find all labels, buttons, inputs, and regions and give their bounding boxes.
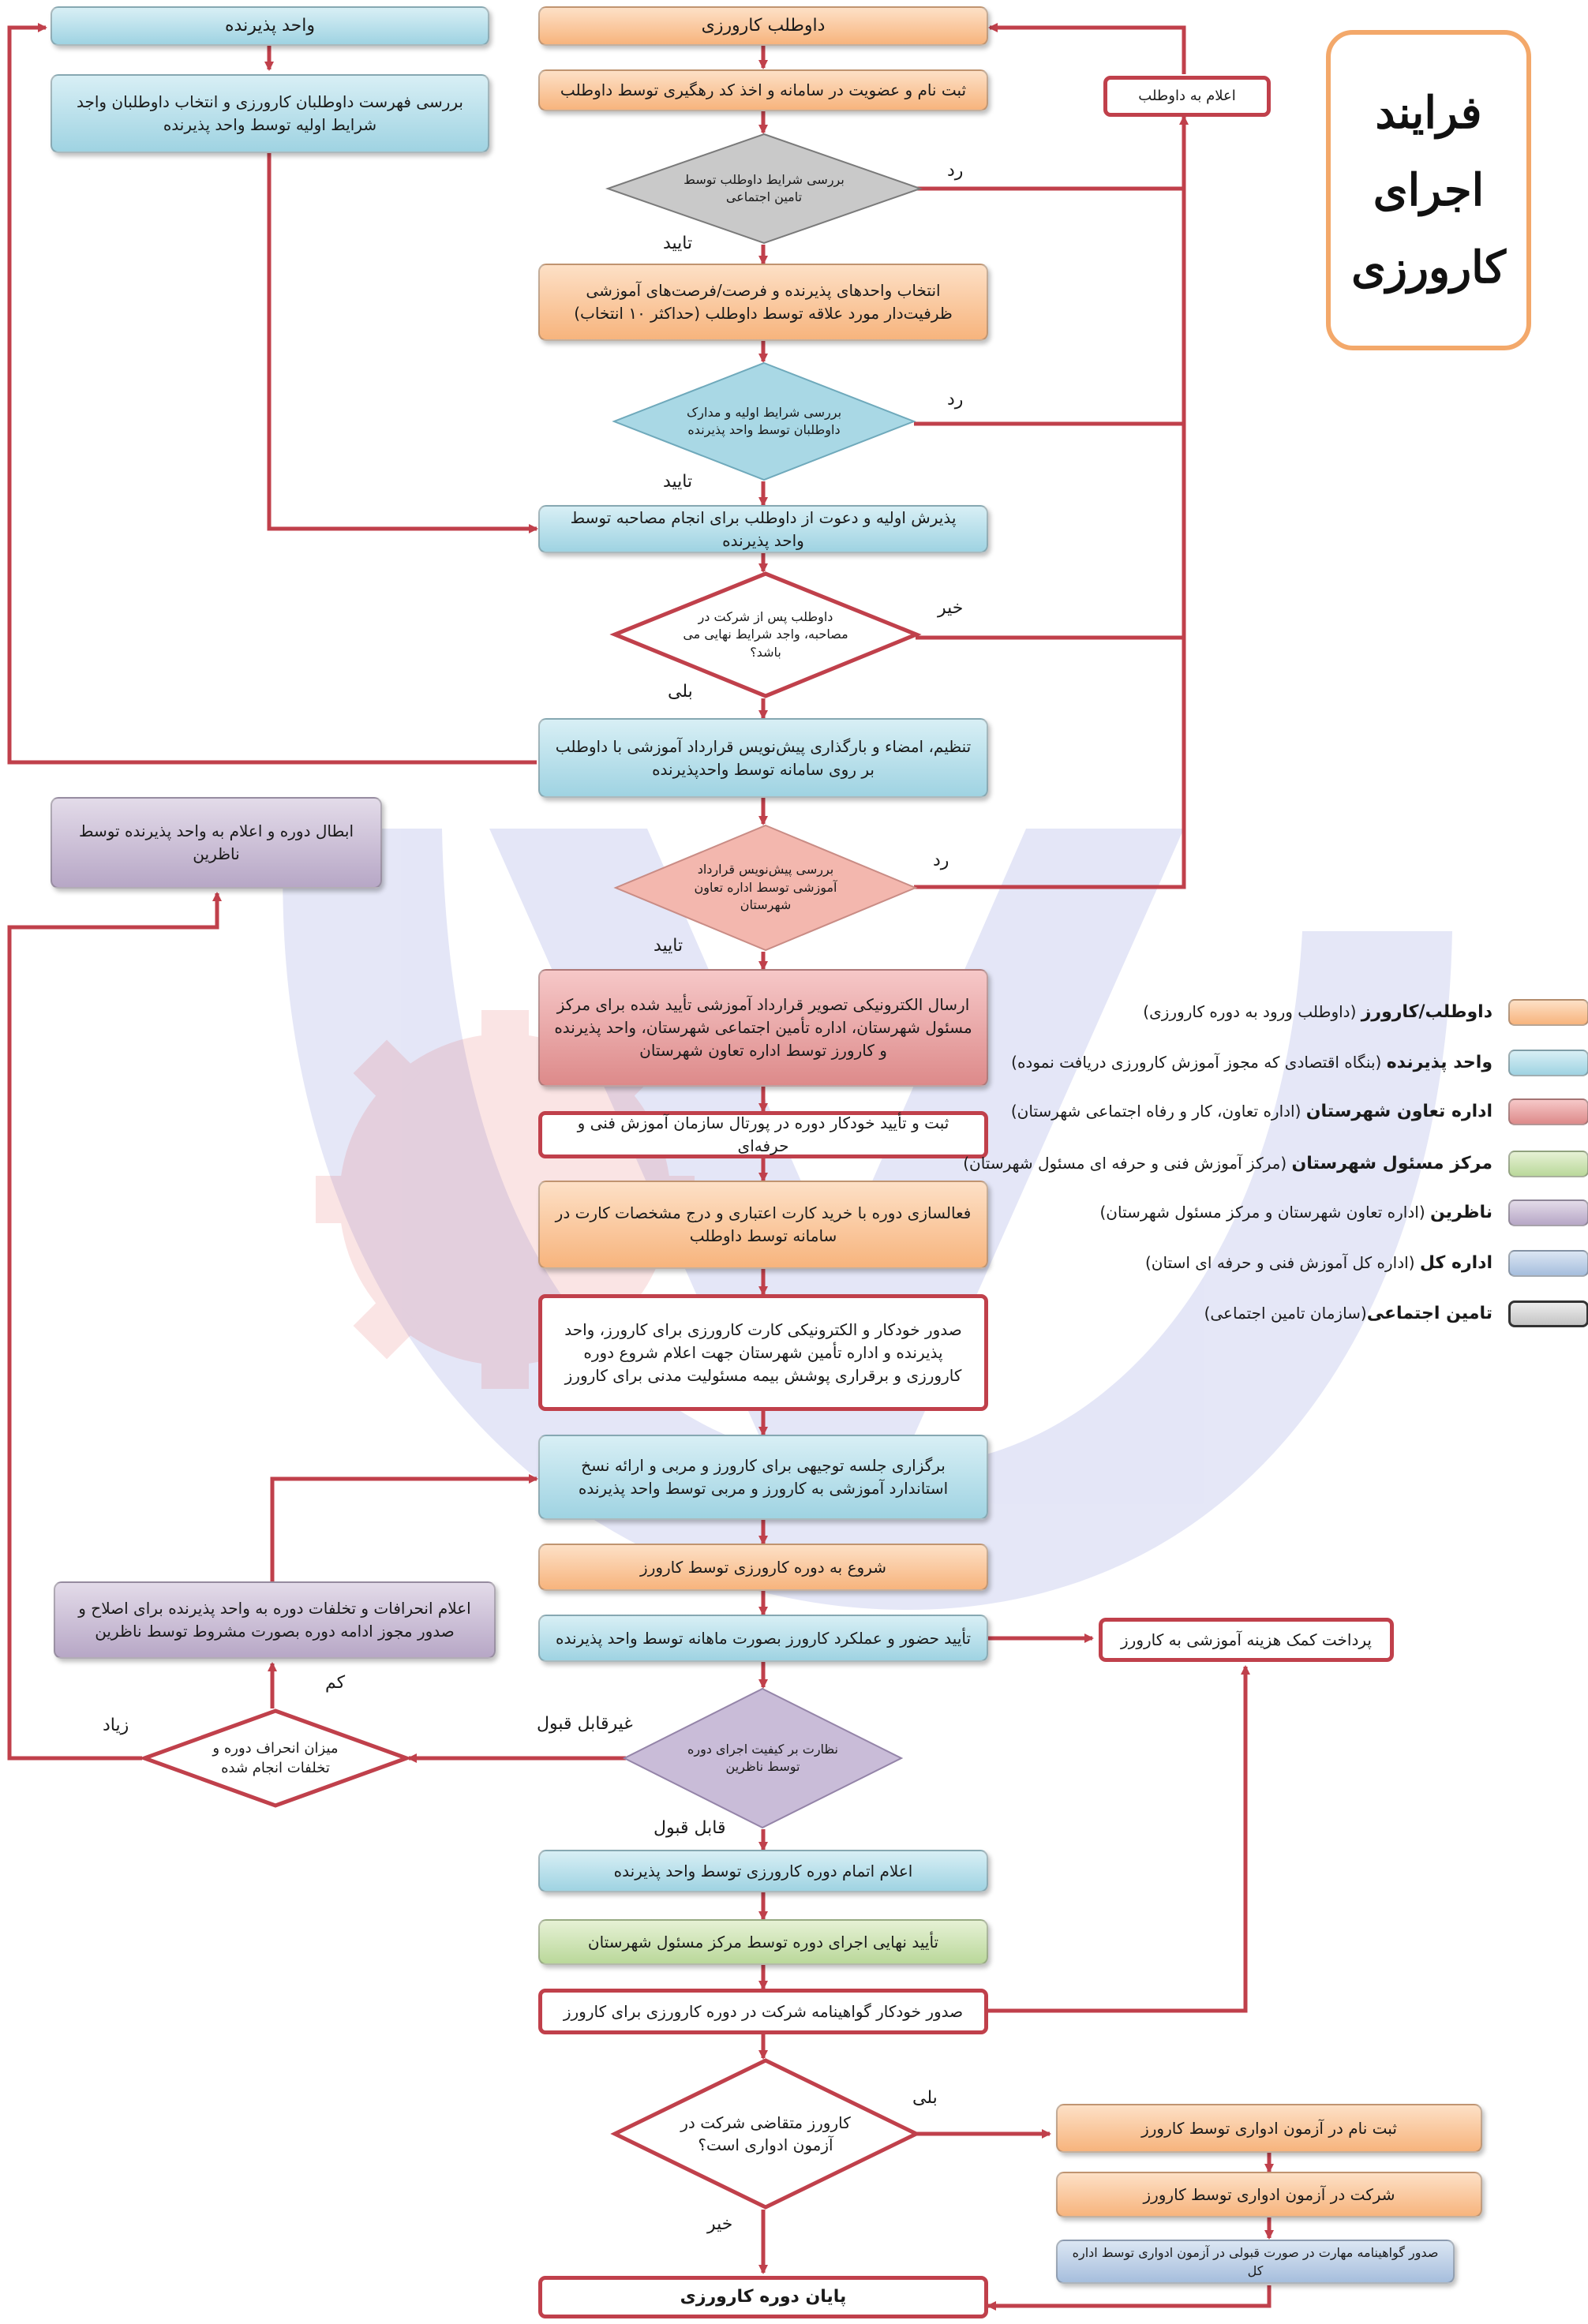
- edge-d4-reject: [914, 638, 1186, 889]
- node-end: پایان دوره کارورزی: [538, 2276, 988, 2318]
- node-portal-register: ثبت و تأیید خودکار دوره در پورتال سازمان…: [538, 1111, 988, 1158]
- node-exam-register: ثبت نام در آزمون ادواری توسط کارورز: [1056, 2104, 1482, 2153]
- label-acceptable: قابل قبول: [654, 1818, 726, 1838]
- node-final-approval: تأیید نهایی اجرای دوره توسط مرکز مسئول ش…: [538, 1919, 988, 1965]
- node-certificate: صدور خودکار گواهینامه شرکت در دوره کارور…: [538, 1989, 988, 2034]
- label-reject-4: رد: [933, 851, 949, 870]
- node-notify-applicant: اعلام به داوطلب: [1103, 76, 1271, 117]
- node-monthly-approval: تأیید حضور و عملکرد کارورز بصورت ماهانه …: [538, 1615, 988, 1662]
- label-yes-6: بلی: [912, 2088, 938, 2108]
- edge-u2-n4: [267, 153, 538, 533]
- node-exam-attend: شرکت در آزمون ادواری توسط کارورز: [1056, 2172, 1482, 2217]
- decision-social-security: بررسی شرایط داوطلب توسط تامین اجتماعی: [605, 133, 923, 245]
- legend-general-office: اداره کل (اداره کل آموزش فنی و حرفه ای ا…: [1145, 1250, 1588, 1280]
- node-send-contract: ارسال الکترونیکی تصویر قرارداد آموزشی تأ…: [538, 969, 988, 1087]
- decision-violation-level-text: میزان انحراف دوره و تخلفات انجام شده: [212, 1739, 339, 1776]
- legend-text-general-office: اداره کل (اداره کل آموزش فنی و حرفه ای ا…: [1144, 1253, 1492, 1273]
- node-activate-card: فعالسازی دوره با خرید کارت اعتباری و درج…: [538, 1181, 988, 1269]
- node-interview-invite: پذیرش اولیه و دعوت از داوطلب برای انجام …: [538, 505, 988, 553]
- label-low: کم: [325, 1673, 346, 1693]
- decision-final-eligibility: داوطلب پس از شرکت در مصاحبه، واجد شرایط …: [609, 571, 922, 698]
- legend-text-acceptance-unit: واحد پذیرنده (بنگاه اقتصادی که مجوز آموز…: [1011, 1053, 1492, 1072]
- node-violation-notice: اعلام انحرافات و تخلفات دوره به واحد پذی…: [54, 1581, 496, 1659]
- legend-supervisors: ناظرین (اداره تعاون شهرستان و مرکز مسئول…: [1099, 1199, 1588, 1229]
- label-approve-2: تایید: [663, 472, 693, 492]
- legend-swatch-cooperative-office: [1508, 1098, 1588, 1125]
- legend-swatch-supervisors: [1508, 1199, 1588, 1226]
- label-approve-4: تایید: [654, 936, 684, 956]
- title-line-3: کارورزی: [1351, 241, 1506, 294]
- title-line-2: اجرای: [1373, 164, 1485, 216]
- edge-r3-end: [987, 2285, 1272, 2311]
- node-review-list: بررسی فهرست داوطلبان کارورزی و انتخاب دا…: [51, 74, 489, 153]
- label-unacceptable: غیرقابل قبول: [537, 1714, 633, 1734]
- node-select-units: انتخاب واحدهای پذیرنده و فرصت/فرصت‌های آ…: [538, 264, 988, 341]
- legend-applicant: داوطلب/کارورز (داوطلب ورود به دوره کارور…: [1143, 999, 1588, 1029]
- node-register: ثبت نام و عضویت در سامانه و اخذ کد رهگیر…: [538, 69, 988, 111]
- decision-initial-review: بررسی شرایط اولیه و مدارک داوطلبان توسط …: [612, 361, 916, 481]
- edge-n15-pay: [988, 1665, 1250, 2013]
- node-issue-card: صدور خودکار و الکترونیکی کارت کارورزی بر…: [538, 1294, 988, 1411]
- decision-contract-review: بررسی پیش‌نویس قرارداد آموزشی توسط اداره…: [613, 824, 918, 952]
- title-line-1: فرایند: [1375, 87, 1482, 139]
- decision-initial-review-text: بررسی شرایط اولیه و مدارک داوطلبان توسط …: [686, 404, 842, 437]
- decision-periodic-exam: کارورز متقاضی شرکت در آزمون ادواری است؟: [610, 2058, 921, 2210]
- label-high: زیاد: [103, 1716, 129, 1735]
- edge-notify-n1: [988, 23, 1186, 74]
- legend-acceptance-unit: واحد پذیرنده (بنگاه اقتصادی که مجوز آموز…: [1011, 1050, 1588, 1080]
- legend-text-applicant: داوطلب/کارورز (داوطلب ورود به دوره کارور…: [1143, 1002, 1492, 1022]
- legend-swatch-applicant: [1508, 999, 1588, 1026]
- node-payment: پرداخت کمک هزینه آموزشی به کارورز: [1099, 1618, 1394, 1662]
- legend-swatch-general-office: [1508, 1250, 1588, 1277]
- legend-responsible-center: مرکز مسئول شهرستان (مرکز آموزش فنی و حرف…: [963, 1151, 1588, 1181]
- legend-swatch-acceptance-unit: [1508, 1050, 1588, 1076]
- edge-n5-u1: [7, 23, 537, 765]
- label-approve-1: تایید: [663, 234, 693, 253]
- legend-text-responsible-center: مرکز مسئول شهرستان (مرکز آموزش فنی و حرف…: [963, 1154, 1492, 1173]
- legend-swatch-social-security: [1508, 1300, 1588, 1327]
- node-orientation: برگزاری جلسه توجیهی برای کارورز و مربی و…: [538, 1435, 988, 1520]
- decision-contract-review-text: بررسی پیش‌نویس قرارداد آموزشی توسط اداره…: [694, 862, 837, 913]
- node-contract-draft: تنظیم، امضاء و بارگذاری پیش‌نویس قرارداد…: [538, 718, 988, 798]
- legend-cooperative-office: اداره تعاون شهرستان (اداره تعاون، کار و …: [1011, 1098, 1588, 1128]
- label-reject-2: رد: [947, 390, 964, 410]
- legend-social-security: تامین اجتماعی(سازمان تامین اجتماعی): [1163, 1300, 1588, 1330]
- edge-warn-n10: [270, 1474, 538, 1581]
- decision-quality-supervision: نظارت بر کیفیت اجرای دوره توسط ناظرین: [622, 1687, 904, 1829]
- legend-swatch-responsible-center: [1508, 1151, 1588, 1177]
- node-applicant: داوطلب کارورزی: [538, 6, 988, 46]
- edge-dd-cancel: [7, 892, 222, 1761]
- legend-text-supervisors: ناظرین (اداره تعاون شهرستان و مرکز مسئول…: [1099, 1203, 1492, 1222]
- label-no-3: خیر: [938, 598, 964, 618]
- label-yes-3: بلی: [668, 682, 693, 702]
- label-reject-1: رد: [947, 161, 964, 181]
- label-no-6: خیر: [707, 2214, 733, 2234]
- decision-violation-level: میزان انحراف دوره و تخلفات انجام شده: [138, 1708, 413, 1808]
- node-course-end: اعلام اتمام دوره کارورزی توسط واحد پذیرن…: [538, 1850, 988, 1892]
- legend-text-social-security: تامین اجتماعی(سازمان تامین اجتماعی): [1204, 1304, 1492, 1323]
- decision-periodic-exam-text: کارورز متقاضی شرکت در آزمون ادواری است؟: [680, 2113, 851, 2154]
- node-acceptance-unit: واحد پذیرنده: [51, 6, 489, 46]
- legend-text-cooperative-office: اداره تعاون شهرستان (اداره تعاون، کار و …: [1010, 1102, 1492, 1121]
- process-title: فرایند اجرای کارورزی: [1326, 30, 1531, 350]
- node-start-internship: شروع به دوره کارورزی توسط کارورز: [538, 1544, 988, 1591]
- decision-quality-supervision-text: نظارت بر کیفیت اجرای دوره توسط ناظرین: [687, 1741, 839, 1774]
- node-skill-certificate: صدور گواهینامه مهارت در صورت قبولی در آز…: [1056, 2240, 1455, 2284]
- decision-final-eligibility-text: داوطلب پس از شرکت در مصاحبه، واجد شرایط …: [683, 608, 848, 660]
- node-cancel-course: ابطال دوره و اعلام به واحد پذیرنده توسط …: [51, 797, 382, 889]
- decision-social-security-text: بررسی شرایط داوطلب توسط تامین اجتماعی: [684, 171, 845, 204]
